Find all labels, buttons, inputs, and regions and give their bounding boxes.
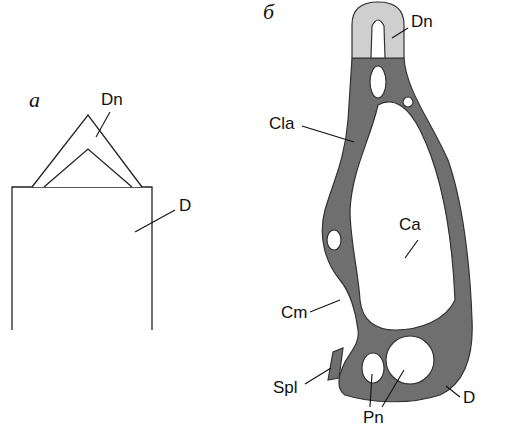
leader-line	[96, 112, 110, 137]
part-label: D	[462, 388, 476, 408]
tooth	[352, 2, 404, 58]
jaw-section	[322, 2, 472, 402]
dentary-block	[12, 187, 152, 330]
part-label: Dn	[100, 90, 124, 110]
leader-line	[382, 370, 404, 407]
leader-line	[135, 210, 175, 232]
part-label: Ca	[398, 215, 422, 235]
part-label: Cm	[280, 303, 308, 323]
leader-line	[302, 126, 354, 142]
canal	[362, 353, 384, 383]
part-label: Cla	[268, 114, 296, 134]
pulp-outline	[44, 149, 132, 187]
leader-line	[405, 240, 418, 258]
small-foramen	[403, 97, 413, 107]
tooth-outline	[32, 115, 142, 187]
dentary-bone	[322, 58, 472, 402]
leader-line	[446, 386, 460, 397]
small-foramen	[327, 230, 341, 250]
tooth-pulp	[371, 20, 385, 58]
leader-lines	[96, 28, 460, 407]
part-label: Dn	[410, 12, 434, 32]
panel-letter: а	[28, 88, 41, 112]
pulp-canal	[370, 66, 386, 98]
cavity	[350, 102, 455, 330]
part-label: Spl	[272, 378, 299, 398]
leader-line	[310, 300, 340, 312]
splenial-bone	[328, 348, 343, 380]
tooth-scheme	[12, 115, 152, 330]
panel-letter: б	[262, 0, 275, 24]
part-label: Pn	[362, 408, 385, 428]
leader-line	[305, 368, 331, 384]
part-label: D	[178, 196, 192, 216]
canal	[386, 336, 434, 384]
leader-line	[370, 374, 372, 407]
leader-line	[392, 28, 408, 38]
